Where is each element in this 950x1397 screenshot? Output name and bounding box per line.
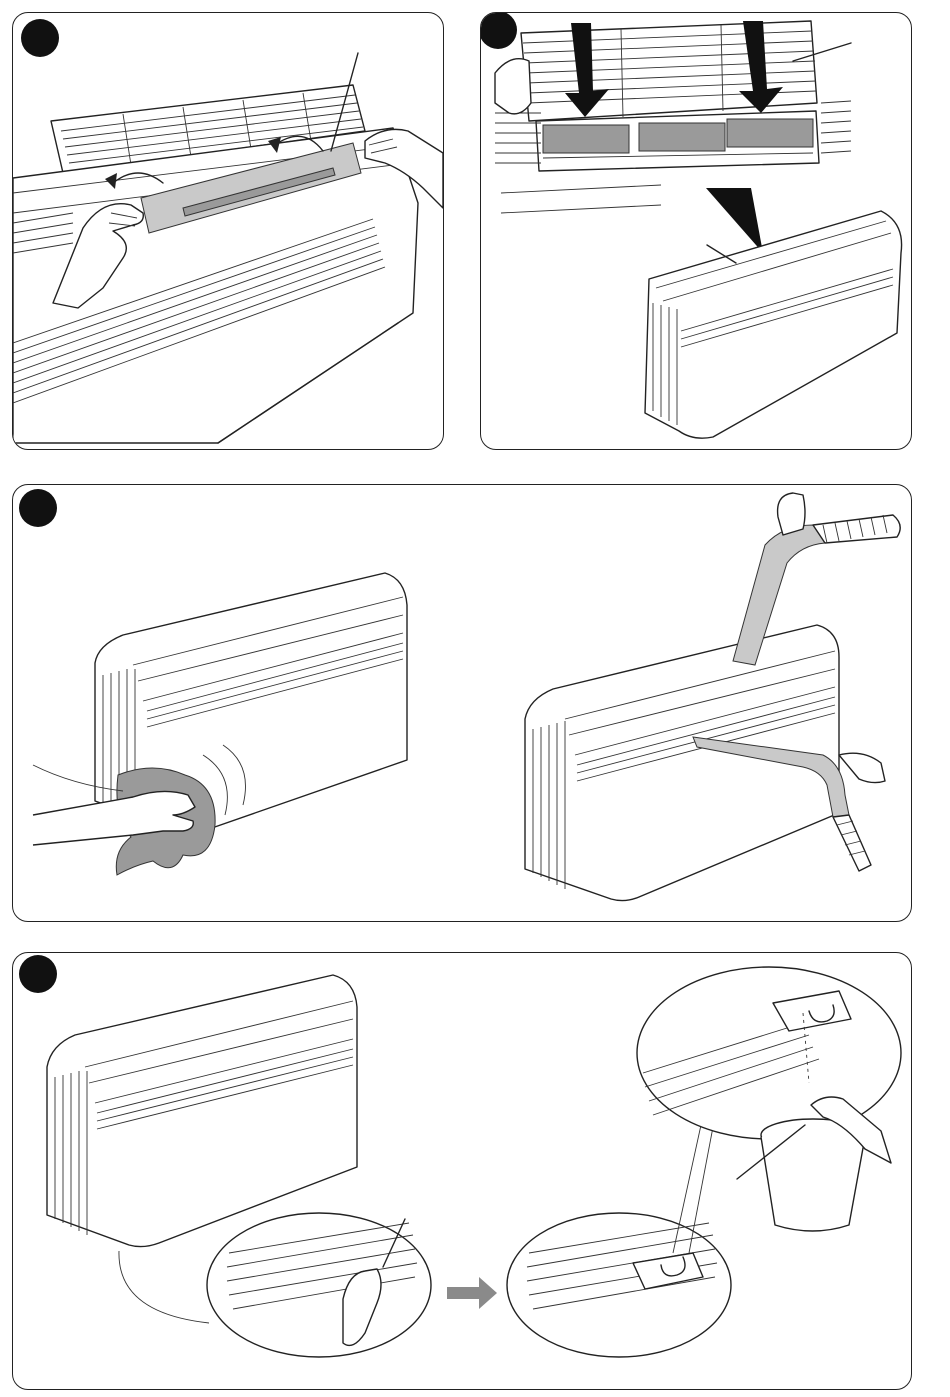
zoom-detail-drain-open [507, 1213, 731, 1357]
zoom-detail-drain-plug [207, 1213, 431, 1357]
zoom-indicator [706, 188, 763, 253]
filter-removal-illustration [13, 13, 443, 449]
filter-pad-1 [543, 125, 629, 153]
filter-reinsert-illustration [481, 13, 911, 449]
air-conditioner-unit [645, 211, 902, 438]
panel-step-3 [12, 484, 912, 922]
panel-step-4 [12, 952, 912, 1390]
cleaning-illustration [13, 485, 911, 921]
front-grille [521, 21, 817, 121]
zoom-lead-right [689, 1127, 713, 1253]
hand [495, 59, 531, 114]
panel-step-2 [480, 12, 912, 450]
filter-pad-3 [727, 119, 813, 147]
transition-arrow [447, 1277, 497, 1309]
panel-step-1 [12, 12, 444, 450]
drain-illustration [13, 953, 911, 1389]
filter-pad-2 [639, 123, 725, 151]
filter-frame [536, 111, 819, 171]
zoom-detail-draining [637, 967, 901, 1139]
water-bucket [761, 1119, 865, 1231]
zoom-base-arc [119, 1251, 209, 1323]
air-conditioner-unit [47, 975, 357, 1247]
